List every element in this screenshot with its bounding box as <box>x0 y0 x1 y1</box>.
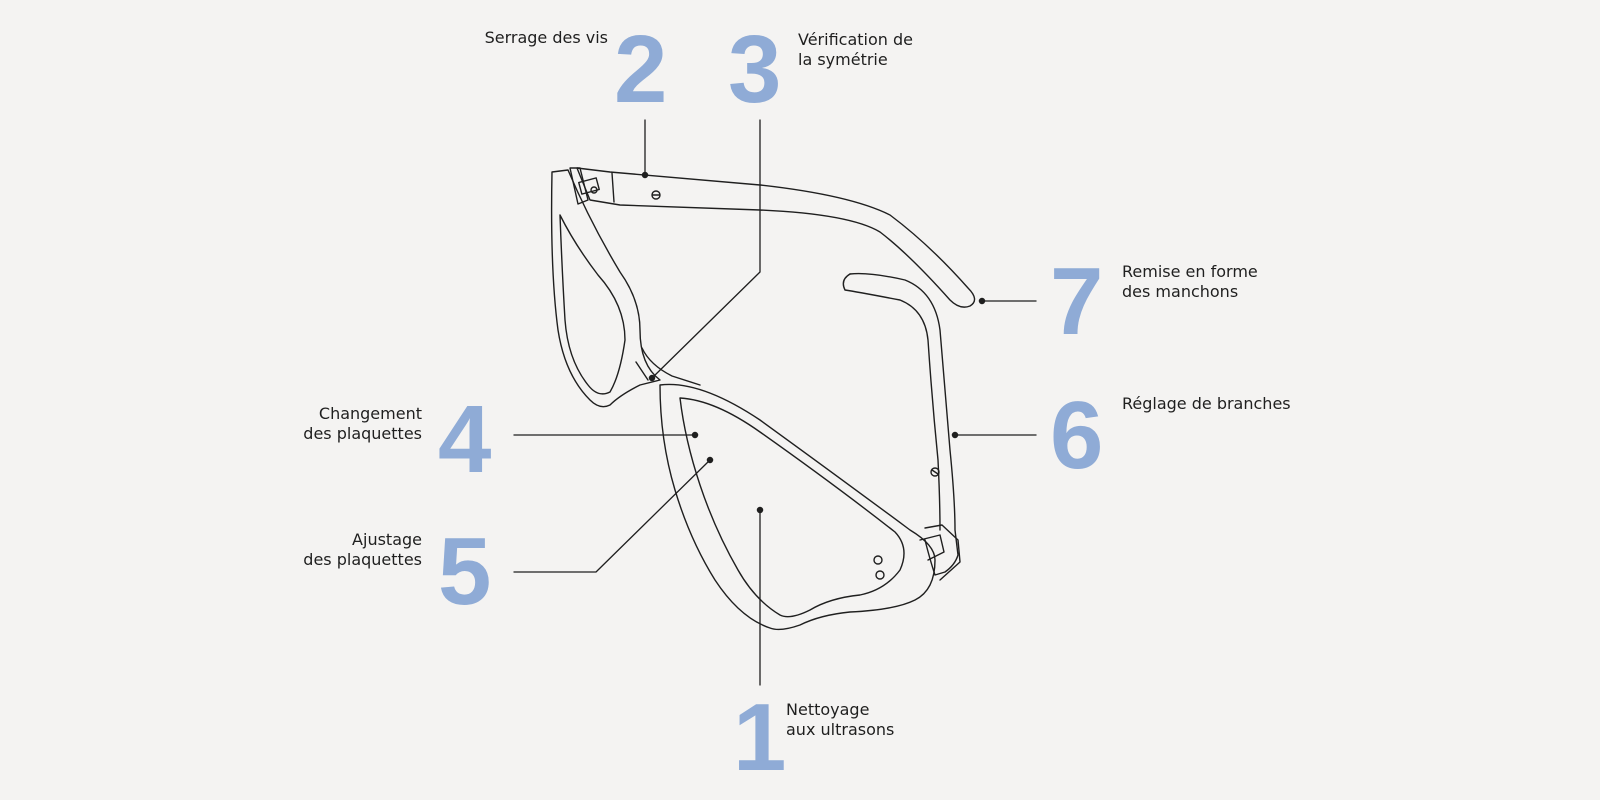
step-3-label-line1: Vérification de <box>798 30 913 49</box>
step-1-label-line1: Nettoyage <box>786 700 870 719</box>
step-2-label-line1: Serrage des vis <box>484 28 608 47</box>
step-4-number: 4 <box>438 386 491 493</box>
callout-lines <box>513 119 1037 686</box>
step-6-label: Réglage de branches <box>1122 394 1291 414</box>
glasses-illustration <box>550 167 976 631</box>
step-4-label-line1: Changement <box>318 404 422 423</box>
step-7-label-line1: Remise en forme <box>1122 262 1258 281</box>
step-7-number: 7 <box>1050 248 1103 355</box>
step-3-label-line2: la symétrie <box>798 50 888 69</box>
step-7-label-line2: des manchons <box>1122 282 1239 301</box>
step-3-number: 3 <box>728 16 781 123</box>
step-2-label: Serrage des vis <box>485 28 608 48</box>
step-5-label-line2: des plaquettes <box>303 550 422 569</box>
step-4-label: Changement des plaquettes <box>303 404 422 444</box>
step-2-number: 2 <box>614 16 667 123</box>
step-3-label: Vérification de la symétrie <box>798 30 913 70</box>
step-7-label: Remise en forme des manchons <box>1122 262 1258 302</box>
step-5-label-line1: Ajustage <box>352 530 422 549</box>
step-4-label-line2: des plaquettes <box>303 424 422 443</box>
step-5-number: 5 <box>438 518 491 625</box>
step-1-label: Nettoyage aux ultrasons <box>786 700 894 740</box>
step-5-label: Ajustage des plaquettes <box>303 530 422 570</box>
step-1-number: 1 <box>733 684 786 791</box>
step-1-label-line2: aux ultrasons <box>786 720 895 739</box>
step-6-label-line1: Réglage de branches <box>1122 394 1291 413</box>
step-6-number: 6 <box>1050 382 1103 489</box>
